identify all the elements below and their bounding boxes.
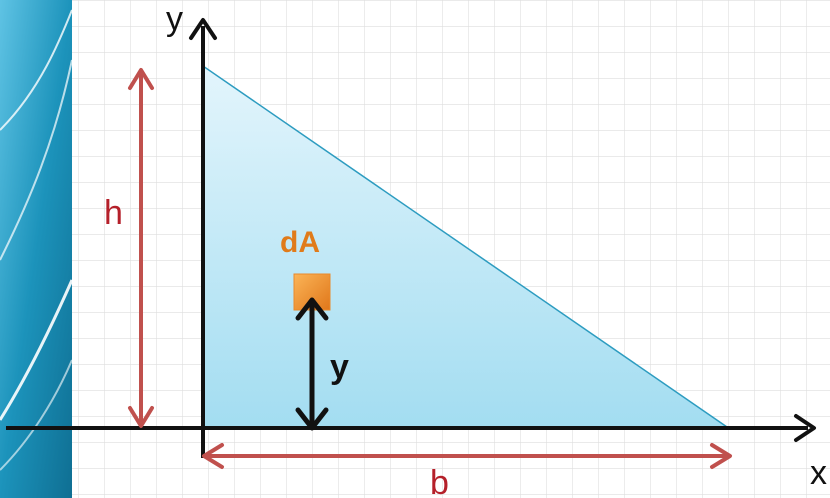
element-distance-label: y [330,348,349,386]
height-dimension [128,68,154,428]
x-axis-label: x [810,454,827,492]
element-distance-arrow [295,297,329,431]
height-label: h [104,194,123,232]
x-axis [6,414,816,442]
decorative-sidebar [0,0,74,498]
area-element-label: dA [280,226,320,259]
base-dimension [202,443,732,469]
base-label: b [430,464,449,498]
y-axis-label: y [166,0,183,38]
y-axis [189,18,217,458]
